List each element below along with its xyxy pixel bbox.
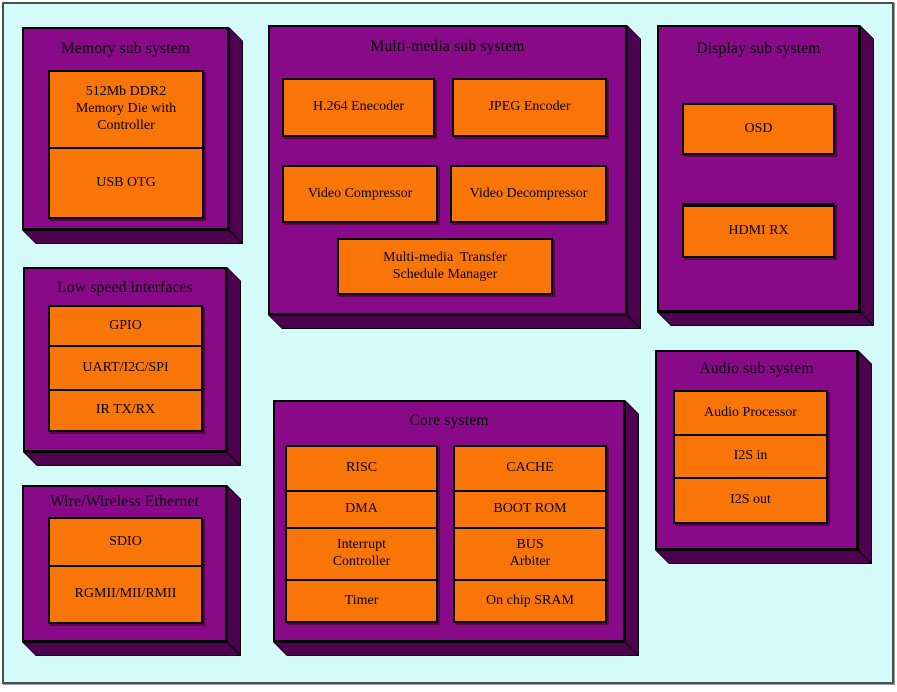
block-mm-transfer-schedule-manager: Multi-media Transfer Schedule Manager xyxy=(337,238,553,295)
block-risc: RISC xyxy=(345,460,378,476)
box-side-right xyxy=(627,25,641,329)
box-side-right xyxy=(227,485,241,656)
audio-block-stack: Audio Processor I2S in I2S out xyxy=(673,390,828,524)
audio-subsystem-title: Audio sub system xyxy=(699,360,814,377)
memory-subsystem-box: Memory sub system 512Mb DDR2 Memory Die … xyxy=(22,27,243,244)
low-speed-interfaces-title: Low speed interfaces xyxy=(57,279,193,296)
block-gpio: GPIO xyxy=(109,317,142,333)
multimedia-subsystem-title: Multi-media sub system xyxy=(370,38,525,55)
box-side-right xyxy=(229,27,243,244)
block-i2s-in: I2S in xyxy=(675,434,826,477)
block-512mb-ddr2-memory: 512Mb DDR2 Memory Die with Controller xyxy=(75,84,177,133)
block-osd: OSD xyxy=(682,103,835,155)
block-dma: DMA xyxy=(287,490,436,527)
display-subsystem-title: Display sub system xyxy=(696,40,821,57)
core-right-column-stack: CACHE BOOT ROM BUS Arbiter On chip SRAM xyxy=(453,445,607,623)
block-video-decompressor: Video Decompressor xyxy=(450,165,607,223)
box-front-face xyxy=(657,25,860,312)
box-side-bottom xyxy=(22,230,243,244)
block-bus-arbiter: BUS Arbiter xyxy=(455,527,605,579)
box-side-bottom xyxy=(657,312,874,326)
low-speed-block-stack: GPIO UART/I2C/SPI IR TX/RX xyxy=(48,305,203,432)
block-timer: Timer xyxy=(287,579,436,621)
block-cache: CACHE xyxy=(506,460,554,476)
box-side-right xyxy=(625,400,639,656)
core-left-column-stack: RISC DMA Interrupt Controller Timer xyxy=(285,445,438,623)
block-boot-rom: BOOT ROM xyxy=(455,490,605,527)
memory-block-stack: 512Mb DDR2 Memory Die with Controller US… xyxy=(48,70,204,219)
block-audio-processor: Audio Processor xyxy=(704,404,797,420)
box-side-bottom xyxy=(273,642,639,656)
core-system-title: Core system xyxy=(409,412,489,429)
box-side-right xyxy=(860,25,874,326)
box-side-bottom xyxy=(268,315,641,329)
low-speed-interfaces-box: Low speed interfaces GPIO UART/I2C/SPI I… xyxy=(23,267,241,466)
block-ir-tx-rx: IR TX/RX xyxy=(50,389,201,430)
ethernet-box: Wire/Wireless Ethernet SDIO RGMII/MII/RM… xyxy=(22,485,241,656)
audio-subsystem-box: Audio sub system Audio Processor I2S in … xyxy=(655,350,872,564)
ethernet-block-stack: SDIO RGMII/MII/RMII xyxy=(48,517,203,624)
block-jpeg-encoder: JPEG Encoder xyxy=(452,78,607,137)
block-interrupt-controller: Interrupt Controller xyxy=(287,527,436,579)
box-side-bottom xyxy=(23,452,241,466)
box-side-right xyxy=(858,350,872,564)
block-h264-encoder: H.264 Enecoder xyxy=(282,78,435,137)
block-rgmii-mii-rmii: RGMII/MII/RMII xyxy=(50,565,201,622)
block-hdmi-rx: HDMI RX xyxy=(682,203,835,258)
block-video-compressor: Video Compressor xyxy=(282,165,438,223)
block-sdio: SDIO xyxy=(109,533,142,549)
block-usb-otg: USB OTG xyxy=(50,147,202,217)
box-side-bottom xyxy=(655,550,872,564)
block-uart-i2c-spi: UART/I2C/SPI xyxy=(50,345,201,389)
multimedia-subsystem-box: Multi-media sub system H.264 Enecoder JP… xyxy=(268,25,641,329)
memory-subsystem-title: Memory sub system xyxy=(60,40,191,57)
block-i2s-out: I2S out xyxy=(675,477,826,522)
ethernet-title: Wire/Wireless Ethernet xyxy=(49,493,200,510)
core-system-box: Core system RISC DMA Interrupt Controlle… xyxy=(273,400,639,656)
display-subsystem-box: Display sub system OSD HDMI RX xyxy=(657,25,874,326)
box-side-bottom xyxy=(22,642,241,656)
block-on-chip-sram: On chip SRAM xyxy=(455,579,605,621)
box-side-right xyxy=(227,267,241,466)
